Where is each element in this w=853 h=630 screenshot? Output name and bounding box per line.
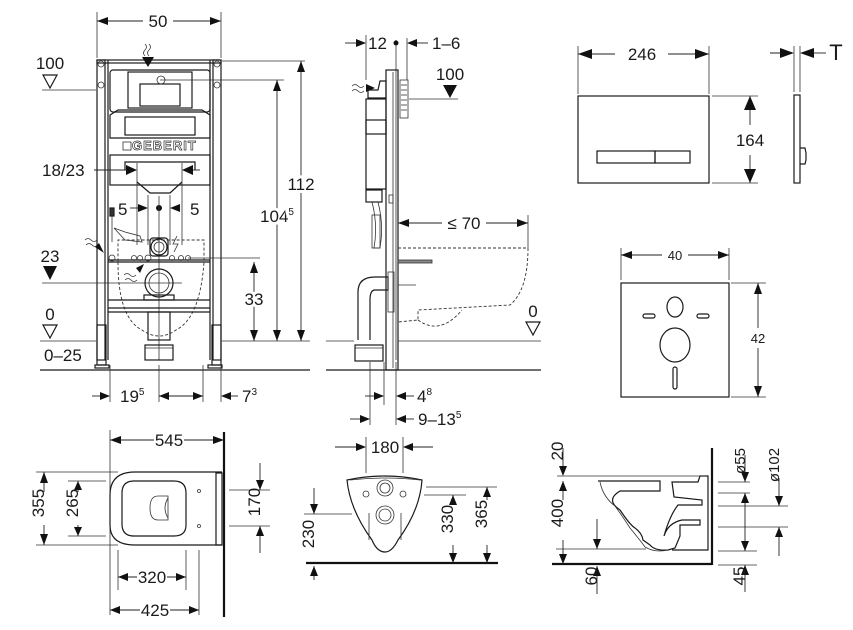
flush-button-large: [596, 150, 656, 164]
center-point-icon: [393, 40, 399, 46]
arrow-icon: [97, 17, 108, 25]
dim-bottom-45: 45: [730, 567, 749, 586]
dim-depth-4-8: 48: [417, 387, 432, 406]
dim-bottom-right-sup: 3: [251, 387, 257, 398]
level-0-label: 0: [45, 305, 54, 324]
dim-wc-length: 545: [155, 431, 183, 450]
dim-height-230: 230: [299, 520, 318, 548]
sound-pad-view: 40 42: [620, 248, 766, 398]
wc-top-view: 545 355 265 170: [29, 430, 270, 620]
level-marker-filled-icon: [43, 266, 57, 280]
dim-outer-length: 425: [141, 601, 169, 620]
level-marker-icon: [41, 74, 59, 90]
frame-side-view: 12 1–6 100 ≤ 70: [326, 34, 542, 429]
dim-inner-length: 320: [138, 568, 166, 587]
dim-height-365: 365: [472, 500, 491, 528]
dim-pad-width: 40: [668, 248, 682, 263]
dim-wc-outer-width: 355: [29, 489, 48, 517]
dim-height-33: 33: [245, 290, 264, 309]
water-supply-icon: [84, 238, 99, 247]
level-0-side-label: 0: [528, 302, 537, 321]
level-100-side-label: 100: [436, 65, 464, 84]
dim-depth-4-sup: 8: [426, 387, 432, 398]
dim-depth-9-13-value: 9–13: [418, 410, 456, 429]
dim-height-330: 330: [438, 505, 457, 533]
level-marker-filled-icon: [443, 85, 457, 98]
dim-depth-4-value: 4: [417, 387, 426, 406]
water-inlet-icon: [143, 43, 151, 57]
dim-bottom-right: 73: [242, 387, 257, 406]
flush-button-small: [654, 150, 691, 164]
wc-side-view: 20 400 60 ø55 ø102: [548, 442, 788, 594]
dim-pad-height: 42: [751, 331, 765, 346]
flush-plate: [577, 95, 710, 184]
dim-bottom-left: 195: [120, 387, 145, 406]
wc-front-view: 180 230 330 365: [299, 437, 498, 580]
dim-depth-9-13-sup: 5: [456, 410, 462, 421]
dim-height-104-sup: 5: [288, 207, 294, 218]
sound-pad: [620, 282, 730, 398]
electric-icon: [172, 235, 179, 253]
dim-top-20: 20: [548, 442, 567, 461]
dim-offset-right: 5: [190, 200, 199, 219]
dim-fixing-spacing: 170: [245, 488, 264, 516]
dim-height-112: 112: [287, 175, 314, 194]
geberit-logo: GEBERIT: [132, 138, 197, 153]
dim-depth-12: 12: [368, 34, 387, 53]
dim-plate-height: 164: [736, 131, 764, 150]
dim-bottom-left-sup: 5: [139, 387, 145, 398]
dim-frame-width: 50: [149, 12, 168, 31]
dim-adjust-1-6: 1–6: [432, 34, 460, 53]
waste-water-icon: [123, 273, 138, 282]
water-inlet-icon: [351, 84, 365, 93]
dim-offset-left: 5: [118, 200, 127, 219]
dim-height-104: 1045: [260, 207, 294, 226]
dim-diameter-55: ø55: [732, 448, 749, 474]
dim-hole-spacing: 180: [371, 438, 399, 457]
dim-depth-9-13: 9–135: [418, 410, 462, 429]
dim-diameter-102: ø102: [766, 448, 783, 482]
level-marker-icon: [524, 321, 542, 337]
dim-bottom-60: 60: [582, 567, 601, 586]
dim-bottom-right-value: 7: [242, 387, 251, 406]
dim-height-104-value: 104: [260, 207, 288, 226]
dim-floor-range: 0–25: [44, 346, 82, 365]
level-marker-icon: [41, 324, 59, 340]
frame-front-view: 50 100 GEBERIT 18/23: [36, 12, 318, 406]
dim-height-400: 400: [548, 499, 567, 527]
dim-outlet-spacing: 18/23: [42, 161, 85, 180]
level-23-label: 23: [41, 247, 60, 266]
dim-wc-inner-width: 265: [63, 489, 82, 517]
arrow-icon: [210, 17, 221, 25]
level-100-label: 100: [36, 54, 64, 73]
dim-plate-thickness: T: [829, 40, 842, 65]
dim-bottom-left-value: 19: [120, 387, 139, 406]
dim-projection-70: ≤ 70: [448, 214, 481, 233]
flush-plate-view: 246 164 T: [577, 40, 843, 184]
dim-plate-width: 246: [628, 45, 656, 64]
